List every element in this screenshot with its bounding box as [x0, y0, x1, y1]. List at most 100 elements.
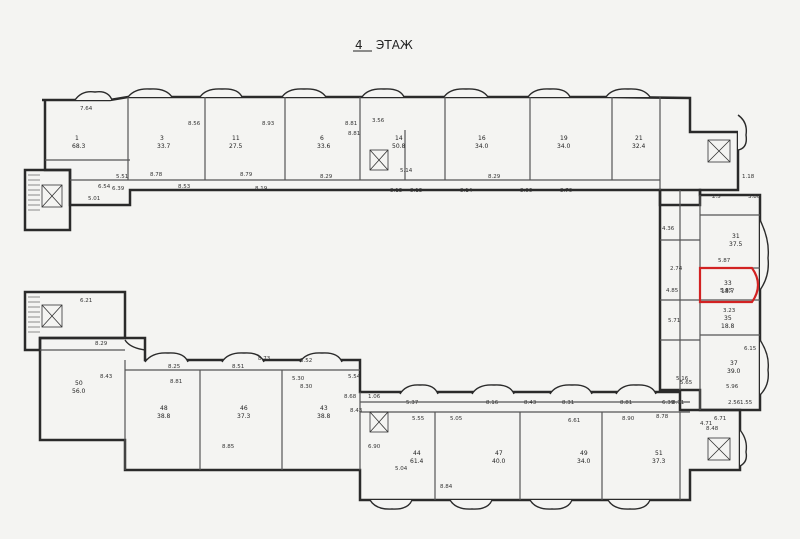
- room-area: 18.8: [721, 323, 735, 330]
- dimension-label: 5.51: [116, 174, 128, 180]
- dimension-label: 8.78: [656, 414, 669, 420]
- dimension-label: 5.55: [412, 416, 425, 422]
- dimension-label: 8.43: [350, 408, 363, 414]
- room-number: 51: [655, 450, 663, 457]
- dimension-label: 5.14: [400, 168, 413, 174]
- room-number: 33: [724, 280, 732, 287]
- dimension-label: 4.71: [700, 421, 712, 427]
- dimension-label: 5.87: [718, 258, 731, 264]
- dimension-label: 8.48: [706, 426, 719, 432]
- dimension-label: 5.71: [668, 318, 680, 324]
- dimension-label: 8.78: [150, 172, 163, 178]
- highlighted-unit[interactable]: [698, 266, 760, 304]
- room-area: 34.0: [577, 458, 591, 465]
- room-area: 38.8: [317, 413, 331, 420]
- floor-number: 4: [355, 38, 363, 52]
- room-area: 37.5: [729, 241, 743, 248]
- dimension-labels: 7.64 6.54 8.56 8.93 8.81 8.81 6.39 5.01 5.51 8.78…: [80, 106, 761, 490]
- stairs: [28, 139, 731, 461]
- dimension-label: 6.54: [98, 184, 111, 190]
- room-number: 43: [320, 405, 328, 412]
- dimension-label: 8.29: [320, 174, 333, 180]
- room-area: 40.0: [492, 458, 506, 465]
- dimension-label: 8.43: [524, 400, 537, 406]
- dimension-label: 8.81: [345, 121, 357, 127]
- dimension-label: 6.15: [744, 346, 757, 352]
- dimension-label: 6.39: [112, 186, 125, 192]
- dimension-label: 5.85: [720, 288, 733, 294]
- dimension-label: 5.05: [450, 416, 463, 422]
- dimension-label: 5.16: [676, 376, 689, 382]
- room-area: 33.6: [317, 143, 331, 150]
- room-area: 61.4: [410, 458, 424, 465]
- dimension-label: 2.5: [712, 194, 721, 200]
- dimension-label: 8.79: [240, 172, 253, 178]
- dimension-label: 3.80: [748, 194, 761, 200]
- dimension-label: 8.19: [255, 186, 268, 192]
- dimension-label: 8.06: [520, 188, 533, 194]
- room-number: 50: [75, 380, 83, 387]
- dimension-label: 8.16: [486, 400, 499, 406]
- room-area: 18.7: [721, 288, 735, 295]
- dimension-label: 8.81: [620, 400, 632, 406]
- dimension-label: 6.71: [714, 416, 726, 422]
- dimension-label: 6.90: [368, 444, 381, 450]
- room-number: 3: [160, 135, 164, 142]
- dimension-label: 8.13: [390, 188, 403, 194]
- dimension-label: 4.36: [662, 226, 675, 232]
- bay-windows-bottom: [124, 219, 770, 510]
- dimension-label: 8.51: [232, 364, 244, 370]
- room-number: 46: [240, 405, 248, 412]
- dimension-label: 8.68: [344, 394, 357, 400]
- dimension-label: 5.01: [88, 196, 100, 202]
- outer-walls: [23, 95, 762, 502]
- dimension-label: 8.29: [488, 174, 501, 180]
- dimension-label: 8.81: [170, 379, 182, 385]
- dimension-label: 8.70: [560, 188, 573, 194]
- dimension-label: 5.65: [680, 380, 693, 386]
- dimension-label: 5.04: [395, 466, 408, 472]
- room-number: 1: [75, 135, 79, 142]
- dimension-label: 8.25: [168, 364, 181, 370]
- room-area: 32.4: [632, 143, 646, 150]
- dimension-label: 8.93: [262, 121, 275, 127]
- room-number: 37: [730, 360, 738, 367]
- dimension-label: 1.06: [368, 394, 381, 400]
- room-area: 33.7: [157, 143, 171, 150]
- dimension-label: 8.30: [300, 384, 313, 390]
- room-number: 48: [160, 405, 168, 412]
- room-area: 68.3: [72, 143, 86, 150]
- dimension-label: 8.52: [300, 358, 312, 364]
- room-number: 14: [395, 135, 403, 142]
- dimension-label: 8.81: [348, 131, 360, 137]
- room-labels: 168.3333.71127.5633.61450.81634.01934.02…: [72, 135, 743, 465]
- dimension-label: 8.43: [100, 374, 113, 380]
- dimension-label: 6.39: [662, 400, 675, 406]
- dimension-label: 8.13: [410, 188, 423, 194]
- dimension-label: 1.18: [742, 174, 755, 180]
- room-number: 21: [635, 135, 643, 142]
- dimension-label: 8.90: [622, 416, 635, 422]
- dimension-label: 8.56: [188, 121, 201, 127]
- room-number: 35: [724, 315, 732, 322]
- dimension-label: 5.37: [406, 400, 419, 406]
- dimension-label: 8.71: [672, 400, 684, 406]
- dimension-label: 8.31: [562, 400, 574, 406]
- dimension-label: 8.73: [258, 356, 271, 362]
- dimension-label: 7.64: [80, 106, 93, 112]
- dimension-label: 1.55: [740, 400, 753, 406]
- bay-windows-top: [74, 88, 748, 151]
- room-number: 49: [580, 450, 588, 457]
- dimension-label: 2.56: [728, 400, 741, 406]
- room-area: 37.3: [237, 413, 251, 420]
- room-area: 39.0: [727, 368, 741, 375]
- dimension-label: 8.84: [440, 484, 453, 490]
- dimension-label: 3.56: [372, 118, 385, 124]
- dimension-label: 6.21: [80, 298, 92, 304]
- room-number: 6: [320, 135, 324, 142]
- room-area: 56.0: [72, 388, 86, 395]
- room-number: 11: [232, 135, 240, 142]
- dimension-label: 8.29: [95, 341, 108, 347]
- dimension-label: 8.53: [178, 184, 191, 190]
